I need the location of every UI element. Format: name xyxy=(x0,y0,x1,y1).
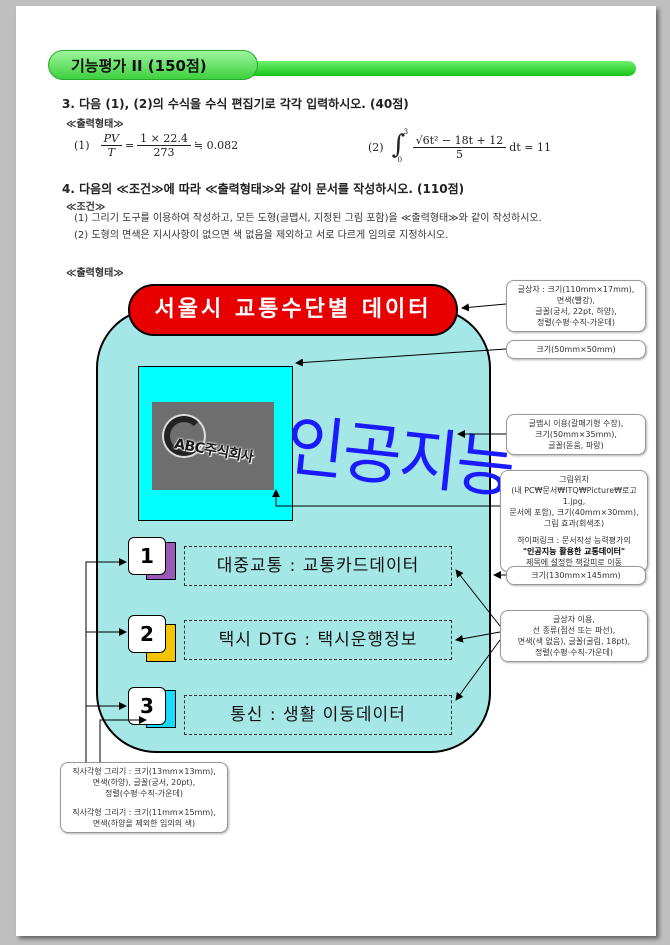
eq1-label: (1) xyxy=(74,139,90,152)
note-line: 면색(하양을 제외한 임의의 색) xyxy=(92,819,196,828)
q4-output-label: ≪출력형태≫ xyxy=(66,268,124,279)
note-line: 글꼴(돋움, 파랑) xyxy=(548,441,604,450)
eq1-rhs-den: 273 xyxy=(153,146,175,159)
eq2-fraction: √6t² − 18t + 12 5 xyxy=(412,134,507,161)
note-line-bold: "인공지능 활용한 교통데이터" xyxy=(522,547,626,556)
num-box-2: 2 xyxy=(128,615,166,653)
row-text-2: 택시 DTG : 택시운행정보 xyxy=(184,620,452,660)
eq2-tail: dt = 11 xyxy=(509,140,551,154)
q3-title: 3. 다음 (1), (2)의 수식을 수식 편집기로 각각 입력하시오. (4… xyxy=(62,97,409,111)
note-line: 정렬(수평·수직-가운데) xyxy=(535,648,613,657)
logo-image[interactable]: ABC주식회사 xyxy=(152,402,274,490)
equation-1: (1) PV T = 1 × 22.4 273 ≒ 0.082 xyxy=(74,132,238,159)
integral-sign: ∫ xyxy=(391,130,406,160)
note-line: (내 PC₩문서₩ITQ₩Picture₩로고1.jpg, xyxy=(511,486,637,506)
eq1-equals: = xyxy=(124,139,135,152)
row-text-3: 통신 : 생활 이동데이터 xyxy=(184,695,452,735)
note-line: 정렬(수평·수직-가운데) xyxy=(537,318,615,327)
note-main-box-size: 크기(130mm×145mm) xyxy=(506,566,646,585)
eq2-integral: ∫ 3 0 xyxy=(391,128,410,164)
equation-2: (2) ∫ 3 0 √6t² − 18t + 12 5 dt = 11 xyxy=(368,128,551,164)
eq2-den: 5 xyxy=(455,147,463,161)
eq1-rhs-num: 1 × 22.4 xyxy=(137,132,191,146)
note-line: 크기(130mm×145mm) xyxy=(531,571,621,580)
eq1-approx: ≒ 0.082 xyxy=(193,139,239,152)
note-picture: 그림위치 (내 PC₩문서₩ITQ₩Picture₩로고1.jpg, 문서에 포… xyxy=(500,470,648,572)
eq1-lhs-den: T xyxy=(107,146,115,159)
note-banner: 글상자 : 크기(110mm×17mm), 면색(빨강), 글꼴(궁서, 22p… xyxy=(506,280,646,332)
note-line: 하이퍼링크 : 문서작성 능력평가의 xyxy=(517,536,631,545)
note-line: 글상자 : 크기(110mm×17mm), xyxy=(517,285,635,294)
note-spacer xyxy=(65,799,223,807)
q3-output-label: ≪출력형태≫ xyxy=(66,119,124,130)
eq2-label: (2) xyxy=(368,140,384,154)
note-line: 문서에 포함), 크기(40mm×30mm), xyxy=(509,508,639,517)
note-line: 크기(50mm×35mm), xyxy=(535,430,617,439)
logo-text: ABC주식회사 xyxy=(173,436,255,466)
eq1-lhs-num: PV xyxy=(100,132,122,146)
note-line: 글꼴(궁서, 22pt, 하양), xyxy=(535,307,617,316)
num-box-3: 3 xyxy=(128,687,166,725)
eq2-lower: 0 xyxy=(397,156,403,164)
note-wordart: 글맵시 이용(갈매기형 수장), 크기(50mm×35mm), 글꼴(돋움, 파… xyxy=(506,414,646,455)
note-line: 제목에 설정한 책갈피로 이동 xyxy=(526,558,622,567)
q4-title: 4. 다음의 ≪조건≫에 따라 ≪출력형태≫와 같이 문서를 작성하시오. (1… xyxy=(62,182,465,196)
note-line: 정렬(수평·수직-가운데) xyxy=(105,789,183,798)
eq1-lhs-fraction: PV T xyxy=(100,132,122,159)
section-heading-line xyxy=(198,61,636,76)
note-line: 면색(색 없음), 글꼴(굴림, 18pt), xyxy=(517,637,631,646)
note-square-size: 크기(50mm×50mm) xyxy=(506,340,646,359)
note-line: 글맵시 이용(갈매기형 수장), xyxy=(528,419,624,428)
section-heading: 기능평가 II (150점) xyxy=(48,50,638,80)
num-box-1: 1 xyxy=(128,537,166,575)
note-line: 면색(하양), 글꼴(궁서, 20pt), xyxy=(92,778,196,787)
note-rectangles: 직사각형 그리기 : 크기(13mm×13mm), 면색(하양), 글꼴(궁서,… xyxy=(60,762,228,833)
banner-title: 서울시 교통수단별 데이터 xyxy=(128,284,458,336)
note-textbox: 글상자 이용, 선 종류(점선 또는 파선), 면색(색 없음), 글꼴(굴림,… xyxy=(500,610,648,662)
note-line: 직사각형 그리기 : 크기(11mm×15mm), xyxy=(72,808,216,817)
note-line: 면색(빨강), xyxy=(556,296,596,305)
q4-cond-1: (1) 그리기 도구를 이용하여 작성하고, 모든 도형(글맵시, 지정된 그림… xyxy=(74,213,542,224)
note-line: 그림 효과(회색조) xyxy=(543,519,605,528)
note-line: 그림위치 xyxy=(559,475,589,484)
eq1-rhs-fraction: 1 × 22.4 273 xyxy=(137,132,191,159)
eq2-num: √6t² − 18t + 12 xyxy=(412,134,507,148)
note-line: 직사각형 그리기 : 크기(13mm×13mm), xyxy=(72,767,216,776)
note-line: 선 종류(점선 또는 파선), xyxy=(532,626,616,635)
row-text-1: 대중교통 : 교통카드데이터 xyxy=(184,546,452,586)
note-line: 크기(50mm×50mm) xyxy=(536,345,616,354)
q4-cond-label: ≪조건≫ xyxy=(66,202,106,213)
eq2-upper: 3 xyxy=(403,128,409,136)
q4-cond-2: (2) 도형의 면색은 지시사항이 없으면 색 없음을 제외하고 서로 다르게 … xyxy=(74,230,449,241)
note-line: 글상자 이용, xyxy=(553,615,595,624)
section-title: 기능평가 II (150점) xyxy=(48,50,258,80)
logo-swirl-icon xyxy=(164,416,204,456)
